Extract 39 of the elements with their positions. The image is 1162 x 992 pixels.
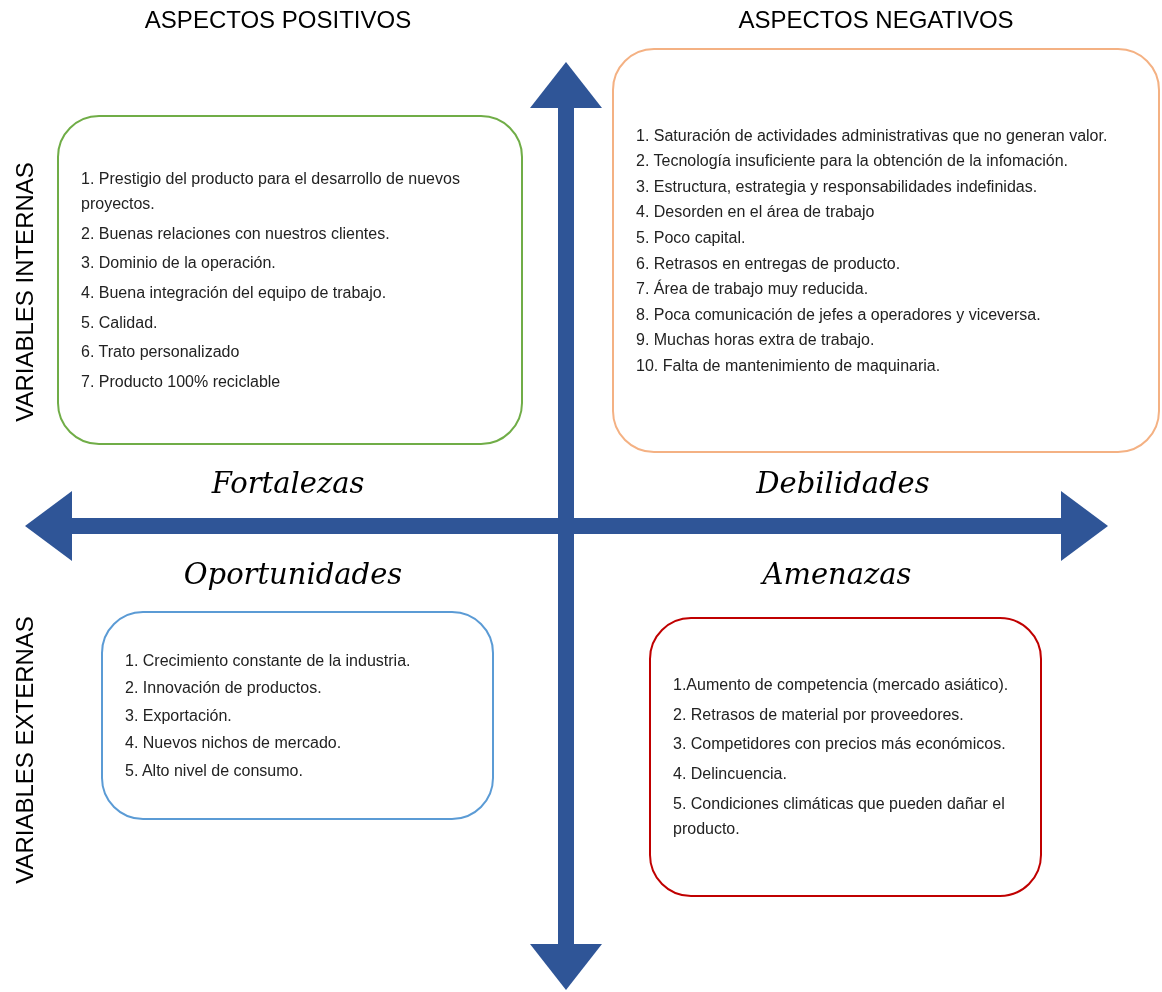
- list-item: 1. Prestigio del producto para el desarrollo de nuevos proyectos.: [81, 168, 461, 215]
- list-box: [101, 611, 494, 820]
- quadrant-label: Fortalezas: [211, 466, 365, 500]
- list-item: 1. Crecimiento constante de la industria.: [125, 650, 412, 671]
- list-item: 4. Desorden en el área de trabajo: [636, 202, 876, 223]
- list-item: 3. Dominio de la operación.: [81, 253, 277, 274]
- list-item: 2. Innovación de productos.: [125, 678, 323, 699]
- list-item: 2. Buenas relaciones con nuestros clientes.: [81, 223, 391, 244]
- list-item: 6. Retrasos en entregas de producto.: [636, 253, 902, 274]
- list-item: 5. Poco capital.: [636, 227, 747, 248]
- list-item: 6. Trato personalizado: [81, 342, 241, 363]
- axis-heading: VARIABLES INTERNAS: [11, 162, 39, 422]
- list-item: 5. Alto nivel de consumo.: [125, 760, 304, 781]
- list-item: 5. Calidad.: [81, 312, 159, 333]
- list-box: [649, 617, 1042, 897]
- list-item: 5. Condiciones climáticas que pueden dañar el producto.: [673, 793, 1006, 840]
- list-item: 2. Tecnología insuficiente para la obtención de la infomación.: [636, 151, 1069, 172]
- list-item: 9. Muchas horas extra de trabajo.: [636, 330, 876, 351]
- list-item: 8. Poca comunicación de jefes a operadores y viceversa.: [636, 304, 1042, 325]
- list-item: 7. Área de trabajo muy reducida.: [636, 278, 870, 300]
- list-item: 7. Producto 100% reciclable: [81, 371, 282, 392]
- axis-heading: ASPECTOS POSITIVOS: [144, 6, 412, 34]
- list-item: 2. Retrasos de material por proveedores.: [673, 704, 965, 725]
- axis-heading: VARIABLES EXTERNAS: [11, 616, 39, 884]
- list-item: 1. Saturación de actividades administrativas que no generan valor.: [636, 125, 1109, 146]
- list-item: 3. Competidores con precios más económicos.: [673, 734, 1007, 755]
- list-box: [57, 115, 523, 445]
- list-item: 10. Falta de mantenimiento de maquinaria.: [636, 355, 942, 376]
- list-item: 4. Buena integración del equipo de trabajo.: [81, 283, 388, 303]
- quadrant-label: Debilidades: [756, 466, 930, 500]
- list-box: [612, 48, 1160, 453]
- list-item: 3. Exportación.: [125, 705, 233, 726]
- list-item: 4. Nuevos nichos de mercado.: [125, 733, 343, 754]
- quadrant-label: Amenazas: [762, 557, 912, 591]
- list-item: 4. Delincuencia.: [673, 764, 788, 784]
- list-item: 1.Aumento de competencia (mercado asiático).: [673, 675, 1010, 696]
- quadrant-label: Oportunidades: [183, 557, 403, 591]
- axis-heading: ASPECTOS NEGATIVOS: [738, 6, 1014, 34]
- list-item: 3. Estructura, estrategia y responsabilidades indefinidas.: [636, 176, 1039, 197]
